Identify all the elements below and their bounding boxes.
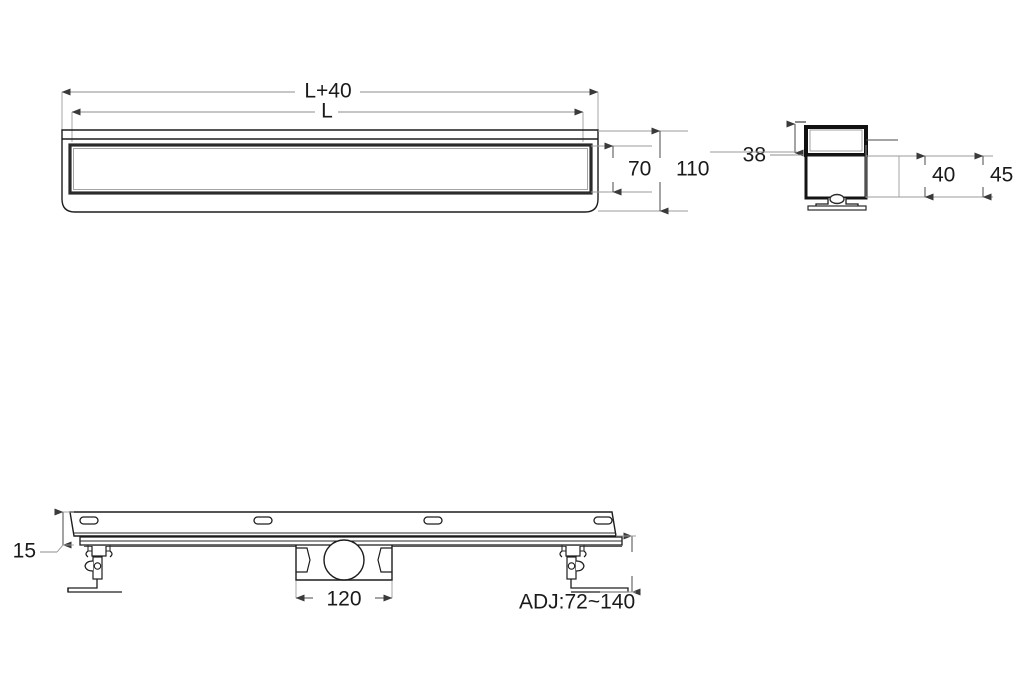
dim-outlet-inner-width: 40 — [916, 152, 955, 201]
sump-right-fold — [377, 547, 392, 573]
leg-right-wingnut — [575, 560, 585, 572]
adjustable-leg-right — [559, 545, 629, 593]
outlet-hole — [323, 539, 365, 581]
flange-slot — [79, 516, 99, 525]
flange-strip — [69, 511, 617, 537]
outlet-base-plate — [807, 205, 867, 211]
outlet-base-foot — [807, 193, 867, 211]
adjustable-leg-left — [67, 545, 122, 593]
top-view-group: L+40 L 70 — [61, 80, 709, 215]
dim-label-grate-length: L — [321, 100, 333, 123]
outlet-collar-inner — [809, 129, 863, 152]
dim-grate-width: 70 — [604, 142, 651, 196]
dim-outlet-outer-width: 45 — [974, 152, 1013, 201]
flange-slot — [253, 516, 273, 525]
channel-right-edge — [392, 545, 622, 547]
drain-body-outline — [61, 129, 599, 213]
dim-label-body-width: 110 — [676, 158, 709, 181]
dim-label-outlet-box-width: 120 — [326, 588, 361, 611]
dim-label-grate-width: 70 — [628, 158, 651, 181]
outlet-body-box — [804, 153, 868, 200]
dim-label-outlet-height: 38 — [743, 144, 766, 167]
dim-outlet-height: 38 — [743, 120, 806, 167]
leg-right-clip — [565, 546, 581, 557]
grate-panel — [73, 148, 588, 190]
dim-grate-length: L — [71, 100, 584, 123]
leg-left-foot — [67, 579, 122, 593]
dim-label-outlet-inner-width: 40 — [932, 164, 955, 187]
dim-overall-length: L+40 — [61, 80, 599, 103]
dim-outlet-box-width: 120 — [295, 581, 393, 611]
outlet-sump-box — [295, 539, 393, 581]
dim-flange-thickness: 15 — [13, 508, 74, 563]
leg-left-wingnut — [84, 560, 94, 572]
flange-slot — [423, 516, 443, 525]
outlet-base-screw — [829, 193, 845, 205]
outlet-detail-extension-lines — [865, 145, 993, 198]
outlet-detail-view-group: 38 40 — [710, 120, 1013, 211]
dim-leg-adjustment: ADJ:72~140 — [519, 532, 641, 614]
flange-slots — [79, 516, 613, 525]
flange-slot — [593, 516, 613, 525]
dim-label-flange-thickness: 15 — [13, 540, 36, 563]
dim-label-leg-adjustment: ADJ:72~140 — [519, 591, 635, 614]
sump-left-fold — [296, 547, 311, 573]
leg-left-clip — [91, 546, 107, 557]
channel-left-edge — [84, 545, 296, 547]
dim-label-outlet-outer-width: 45 — [990, 164, 1013, 187]
dim-body-width: 110 — [651, 127, 709, 215]
dim-label-overall-length: L+40 — [304, 80, 351, 103]
top-view-extension-lines — [61, 92, 599, 142]
bottom-view-group: 15 120 ADJ:72~140 — [13, 508, 641, 614]
